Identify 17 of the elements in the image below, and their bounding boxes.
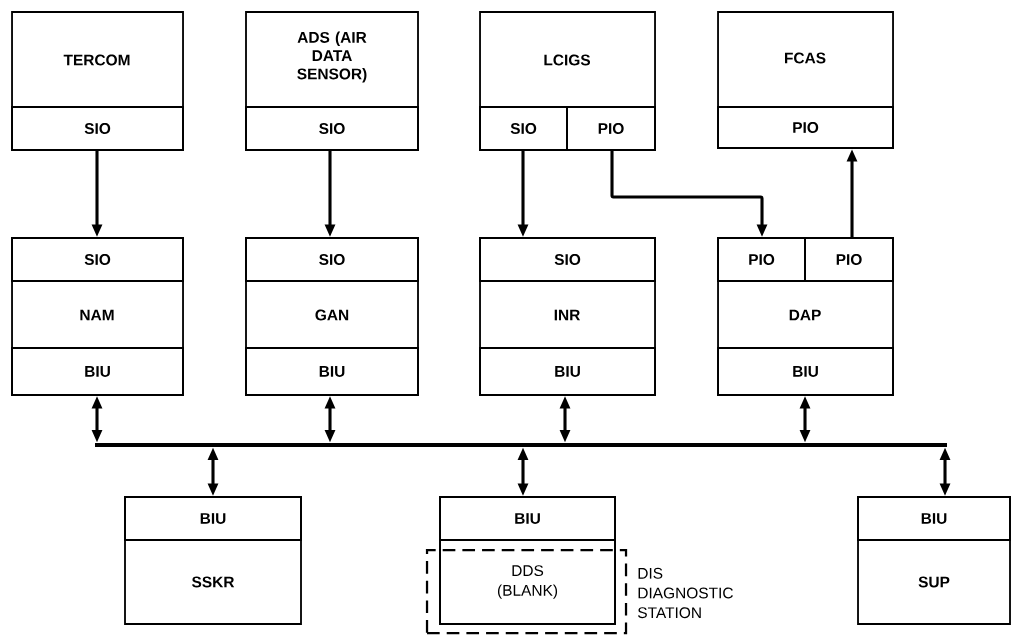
port-box: PIO	[804, 237, 894, 282]
node-label: DIS DIAGNOSTIC STATION	[637, 567, 733, 619]
port-box: BIU	[245, 347, 419, 396]
port-box: BIU	[479, 347, 656, 396]
port-box: PIO	[566, 106, 656, 151]
port-box: BIU	[124, 496, 302, 541]
port-box: SIO	[245, 106, 419, 151]
port-box: PIO	[717, 106, 894, 149]
port-box: BIU	[11, 347, 184, 396]
port-box: SIO	[11, 237, 184, 282]
port-box: SIO	[479, 237, 656, 282]
port-box: BIU	[717, 347, 894, 396]
port-box: SIO	[11, 106, 184, 151]
port-box: SIO	[479, 106, 568, 151]
port-box: BIU	[857, 496, 1011, 541]
port-box: PIO	[717, 237, 806, 282]
port-box: SIO	[245, 237, 419, 282]
